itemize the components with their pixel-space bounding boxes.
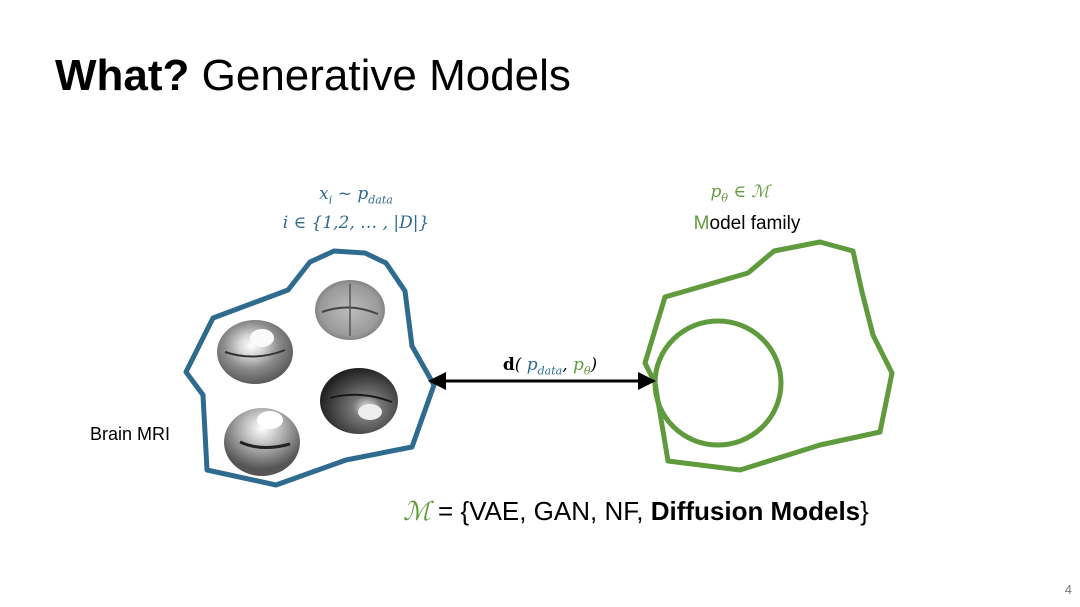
model-set-members: = {VAE, GAN, NF, — [430, 496, 651, 526]
distance-d: d — [502, 355, 515, 375]
distance-notation: d( pdata, pθ) — [470, 353, 630, 383]
slide-title: What? Generative Models — [55, 50, 571, 102]
model-family-set: ℳ = {VAE, GAN, NF, Diffusion Models} — [403, 495, 869, 528]
distance-p-theta: pθ — [573, 355, 591, 378]
data-distribution-outline — [183, 248, 437, 488]
model-family-label-first: M — [693, 213, 710, 234]
model-family-label: Model family — [667, 212, 827, 236]
page-number: 4 — [1064, 582, 1072, 597]
title-rest: Generative Models — [189, 51, 571, 100]
distance-close: ) — [590, 355, 598, 375]
brain-mri-label: Brain MRI — [90, 424, 171, 444]
brain-mri-scan-icon — [320, 368, 398, 434]
distance-p-data: pdata — [526, 355, 563, 378]
model-distribution-circle — [652, 318, 784, 448]
model-set-close: } — [860, 496, 869, 526]
model-param-notation: pθ ∈ ℳ — [710, 182, 770, 205]
model-set-symbol: ℳ — [403, 497, 431, 527]
model-family-label-rest: odel family — [709, 213, 801, 234]
title-bold: What? — [55, 51, 190, 100]
brain-mri-scan-icon — [224, 408, 300, 476]
brain-mri-scan-icon — [315, 280, 385, 340]
distance-open: ( — [514, 355, 527, 375]
data-index-notation: i ∈ {1,2, … , |D|} — [282, 213, 430, 233]
data-sample-notation: xi ~ pdata — [319, 184, 393, 207]
model-set-highlight: Diffusion Models — [650, 496, 861, 526]
double-headed-arrow-icon — [428, 372, 656, 390]
distance-sep: , — [562, 355, 574, 375]
brain-mri-scan-icon — [217, 320, 293, 384]
